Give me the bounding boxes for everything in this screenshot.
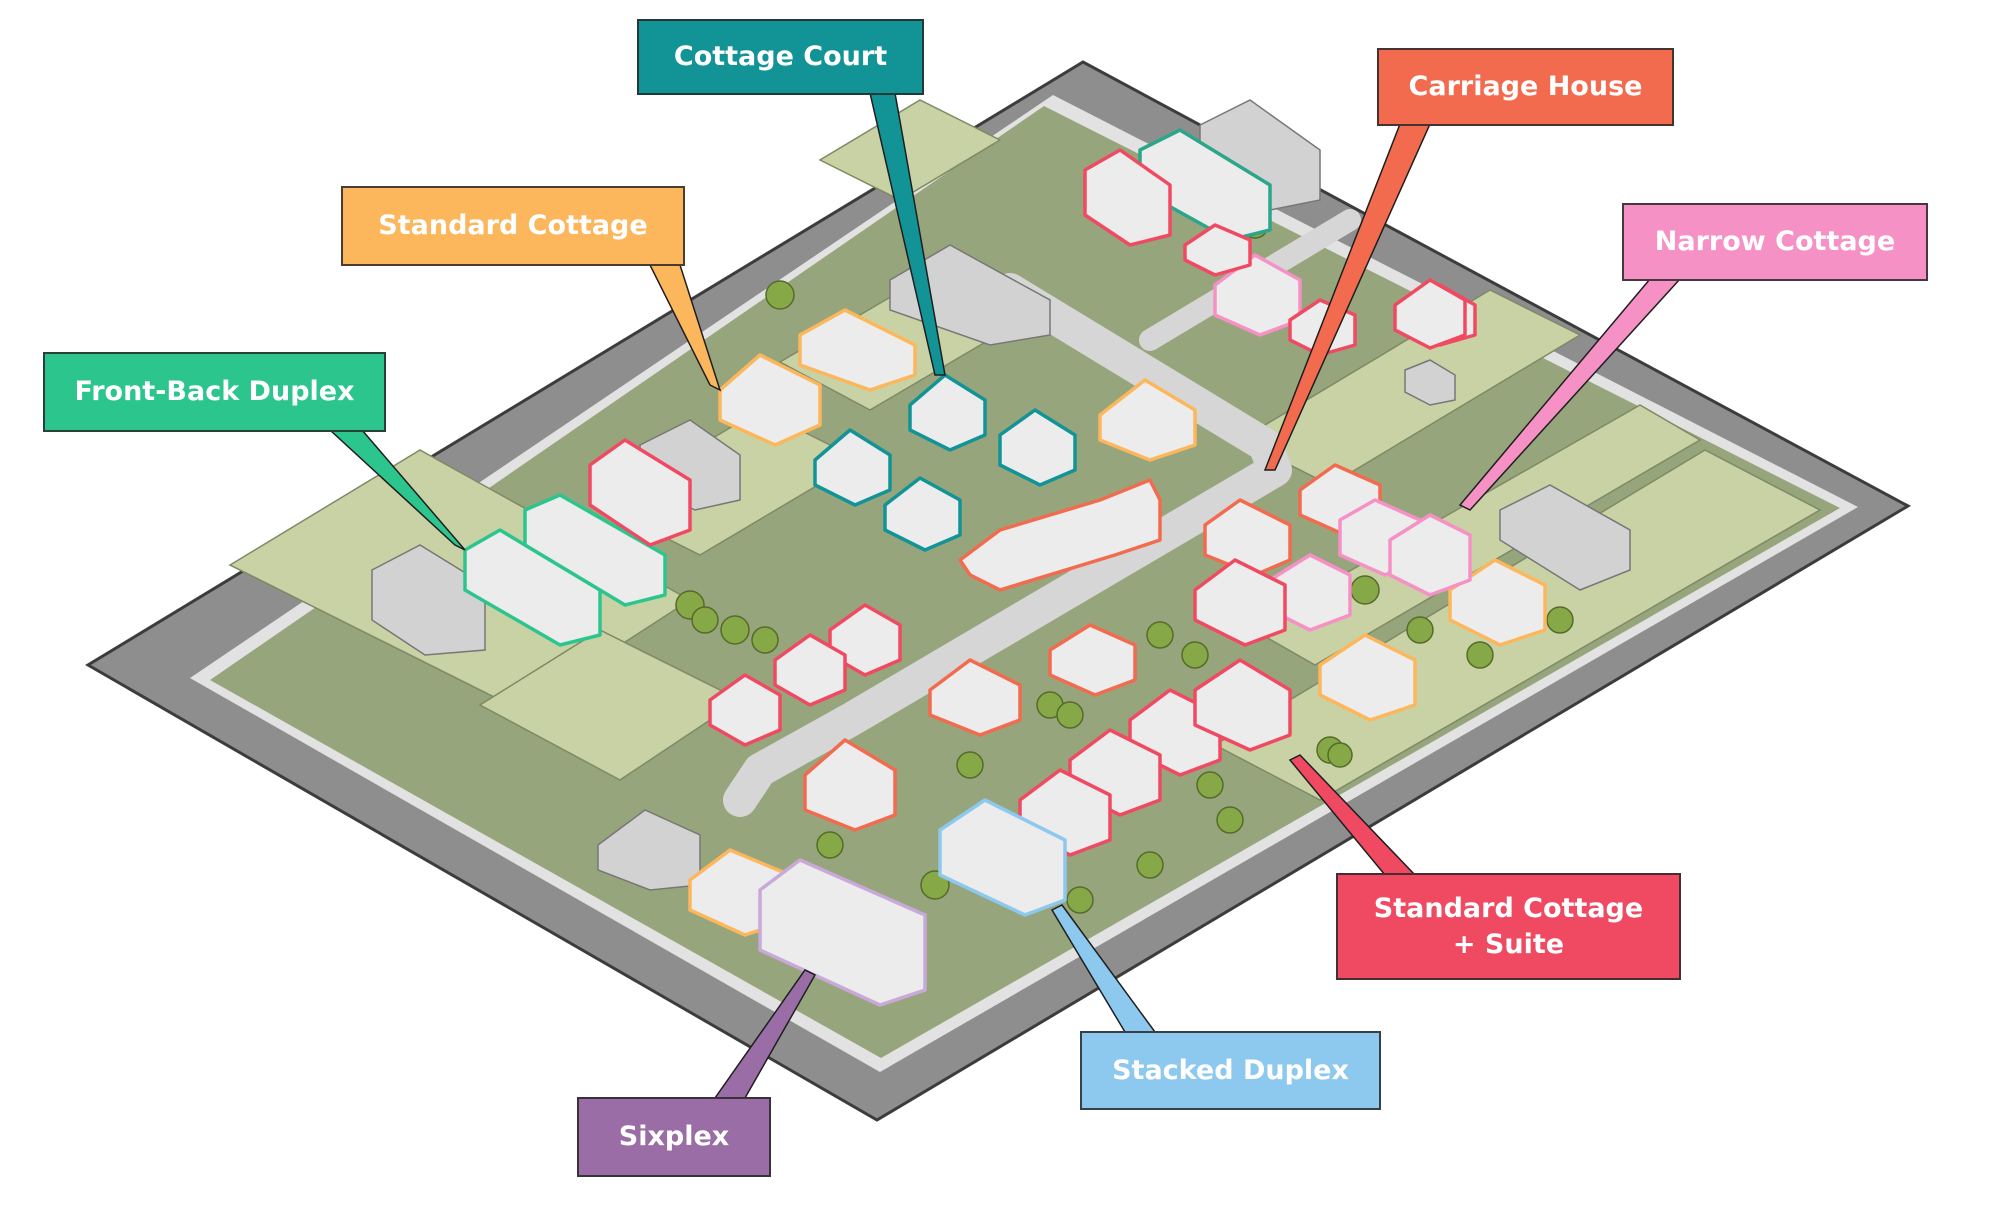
tree [1147,622,1173,648]
tree [1217,807,1243,833]
tree [692,607,718,633]
standard-cottage-label: Standard Cottage [341,186,685,266]
tree [817,832,843,858]
tree [957,752,983,778]
tree [1407,617,1433,643]
tree [1137,852,1163,878]
sixplex-label: Sixplex [577,1097,771,1177]
stacked-duplex-label: Stacked Duplex [1080,1031,1381,1110]
tree [1057,702,1083,728]
tree [1197,772,1223,798]
standard-cottage-suite-label: Standard Cottage + Suite [1336,873,1681,980]
tree [752,627,778,653]
tree [1547,607,1573,633]
narrow-cottage-label: Narrow Cottage [1622,203,1928,281]
tree [721,616,749,644]
tree [1351,576,1379,604]
tree [766,281,794,309]
tree [1328,743,1352,767]
carriage-house-label: Carriage House [1377,48,1674,126]
front-back-duplex-label: Front-Back Duplex [43,352,386,432]
cottage-court-label: Cottage Court [637,19,924,95]
tree [1067,887,1093,913]
tree [1467,642,1493,668]
tree [1182,642,1208,668]
